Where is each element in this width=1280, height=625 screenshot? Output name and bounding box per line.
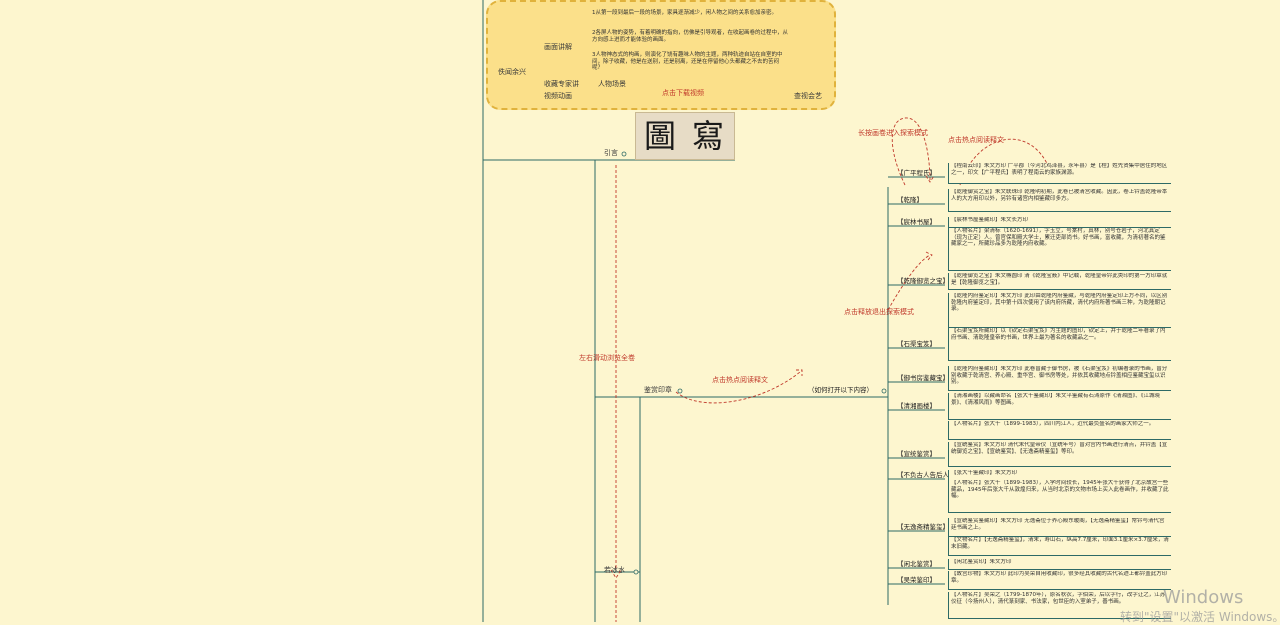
branch-text[interactable]: 【人物名片】张大千（1899-1983），入学时间较长，1945年张大千获得了北… [948,480,1171,513]
branch-text[interactable]: 【乾隆内府鉴藏印】朱文方印 此卷曾藏于御书房，被《石渠宝笈》初编著录的书画，曾分… [948,366,1171,391]
branch-label[interactable]: 【无逸斋精鉴玺】 [897,523,949,531]
branch-label[interactable]: 【乾隆】 [897,196,923,204]
branch-text[interactable]: 【宣统鉴赏鉴藏印】朱文方印 无逸斋位于养心殿东暖阁，【无逸斋精鉴玺】常钤与清代宫… [948,518,1171,537]
branch-text[interactable]: 【乾隆内府鉴定印】朱文方印 此印由乾隆内府鉴藏，与乾隆内府鉴定印上方不同，以区别… [948,293,1171,328]
branch-text[interactable]: 【人物名片】张大千（1899-1983），四川内江人，近代最负盛名的画家大师之一… [948,421,1171,440]
branch-text[interactable]: 【故宫珍物】朱文方印 此印为吴荣自用收藏印，很多经其收藏的古代名迹上都钤盖此方印… [948,571,1171,590]
branch-text[interactable]: 【闲北鉴赏印】朱文方印 [948,559,1171,570]
hint-long-press: 长按画卷进入探索模式 [858,129,928,137]
link-download-video[interactable]: 点击下载视频 [662,89,704,97]
node-huamian-jiangjie[interactable]: 画面讲解 [544,43,572,51]
branch-text[interactable]: 【宸林书屋鉴藏印】朱文长方印 [948,217,1171,228]
branch-text[interactable]: 【文物名片】【无逸斋精鉴玺】，清末，寿山石，纵高7.7厘米，印面3.1厘米×3.… [948,537,1171,556]
branch-label[interactable]: 【宸林书屋】 [897,218,936,226]
seal-glyph-left: 圖 [643,117,676,155]
node-shoucang-zhuanjia[interactable]: 收藏专家讲 [544,80,579,88]
summary-cloud [486,0,836,110]
branch-label[interactable]: 【乾隆御览之宝】 [897,277,949,285]
cloud-paragraph-1: 1从第一段到最后一段的场景，家具逐渐减少，闲人物之间的关系愈加亲密。 [592,10,778,16]
branch-label[interactable]: 【御书房鉴藏宝】 [897,374,949,382]
node-yinyan[interactable]: 引言 [604,149,618,157]
branch-label[interactable]: 【清湘画楼】 [897,402,936,410]
node-shipin-donghua[interactable]: 视频动画 [544,92,572,100]
branch-text[interactable]: 【清湘画楼】以藏画命名【张大千鉴藏印】朱文平鉴藏有石涛原作《清湘图》、《江城晓景… [948,393,1171,420]
hint-click-hotspot: 点击热点阅读释文 [712,376,768,384]
activation-watermark-text: 转到"设置"以激活 Windows。 [1120,610,1280,624]
branch-label[interactable]: 【不负古人告后人】 [897,471,956,479]
branch-text[interactable]: 【人物名片】吴荣之（1799-1870年），原名秋农，字伯荣，后以字行，改字让之… [948,592,1171,619]
branch-text[interactable]: 【乾隆御览之宝】朱文椭圆印 清《乾隆宝薮》中记载，乾隆皇帝钤此类印的第一方印章就… [948,273,1171,290]
branch-text[interactable]: 【人物名片】梁清标（1620-1691），字玉立，号棠村，真林，别号苍岩子，河北… [948,228,1171,271]
branch-label[interactable]: 【吴荣鉴印】 [897,576,936,584]
node-chashi-huiyi[interactable]: 查视会艺 [794,92,822,100]
branch-text[interactable]: 【石渠宝笈所藏印】以《钦定石渠宝笈》为主题的图印，钦定上，并于乾隆二年著录了内府… [948,328,1171,361]
node-yiwen-yuxing[interactable]: 佚闻余兴 [498,68,526,76]
branch-label[interactable]: 【广平程氏】 [897,169,936,177]
branch-text[interactable]: 【程南云印】朱文方印 广平郡（今河北鸡泽县，永年县）是【程】姓先贤集中居住的地区… [948,163,1171,184]
branch-text[interactable]: 【宣统鉴赏】朱文方印 清代末代皇帝仪（宣统年号）曾对宫内书画进行清点，并钤盖【宣… [948,442,1171,467]
branch-label[interactable]: 【宣统鉴赏】 [897,450,936,458]
node-renwu-changjing[interactable]: 人物场景 [598,80,626,88]
branch-label[interactable]: 【闲北鉴赏】 [897,560,936,568]
branch-text[interactable]: 【乾隆御赏之宝】朱文联珠印 乾隆明初期，此卷已被清宫收藏。因此，卷上钤盖乾隆帝本… [948,189,1171,212]
cloud-paragraph-3: 3人物神态式的构画，则演化了饶有趣味人物的主题，两种轨迹自站在自室的中间，除子收… [592,52,783,72]
branch-label[interactable]: 【石渠宝笈】 [897,340,936,348]
cloud-paragraph-2: 2各屏人物的姿势，有着明确的指向，仿佛是引导观者，在收起画卷的过程中，从方向感上… [592,30,789,43]
node-jianshang-yinzhang[interactable]: 鉴赏印章 [644,386,672,394]
seal-image[interactable]: 圖 寫 [635,112,735,160]
hint-click-exit: 点击释放退出探索模式 [844,308,914,316]
node-how-to-open[interactable]: （如何打开以下内容） [808,386,873,394]
hint-click-hotspot-2: 点击热点阅读释文 [948,136,1004,144]
node-ruobingshui[interactable]: 若冰水 [604,566,625,574]
activation-watermark-title: Windows [1163,587,1244,608]
hint-scroll: 左右滑动浏览全卷 [579,354,635,362]
seal-glyph-right: 寫 [691,117,724,155]
